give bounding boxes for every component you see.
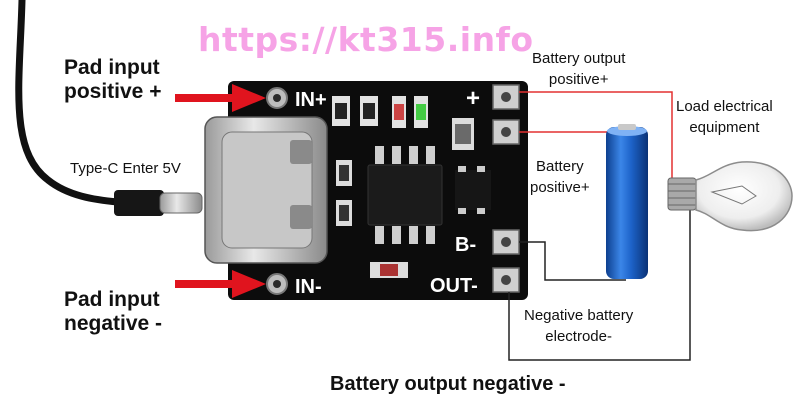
arrow-in-plus xyxy=(175,84,266,112)
label-battery-output-negative: Battery output negative - xyxy=(330,373,566,395)
board-label-out-minus: OUT- xyxy=(430,275,478,297)
usb-cable xyxy=(15,0,122,206)
wire-output-negative xyxy=(508,206,691,361)
smd-components xyxy=(332,96,491,278)
board-label-b-minus: B- xyxy=(455,234,476,256)
label-type-c: Type-C Enter 5V xyxy=(70,160,181,177)
label-load-equipment: Load electrical equipment xyxy=(676,98,773,136)
label-battery-output-positive: Battery output positive+ xyxy=(532,50,626,88)
watermark-url: https://kt315.info xyxy=(198,20,534,59)
label-pad-input-positive: Pad input positive + xyxy=(64,56,162,103)
wire-battery-negative xyxy=(519,241,626,281)
label-negative-battery-electrode: Negative battery electrode- xyxy=(524,307,634,345)
label-pad-input-negative: Pad input negative - xyxy=(64,288,163,335)
light-bulb-icon xyxy=(667,161,793,232)
arrow-in-minus xyxy=(175,270,266,298)
pcb-board: IN+ IN- + B- OUT- xyxy=(204,81,528,300)
battery-cell xyxy=(606,124,648,279)
wire-output-positive xyxy=(519,91,673,186)
board-label-in-plus: IN+ xyxy=(295,89,327,111)
label-battery-positive: Battery positive+ xyxy=(530,158,590,196)
usb-c-plug xyxy=(114,190,203,216)
board-label-in-minus: IN- xyxy=(295,276,322,298)
ic-chip xyxy=(367,164,443,226)
board-label-plus: + xyxy=(466,85,480,112)
